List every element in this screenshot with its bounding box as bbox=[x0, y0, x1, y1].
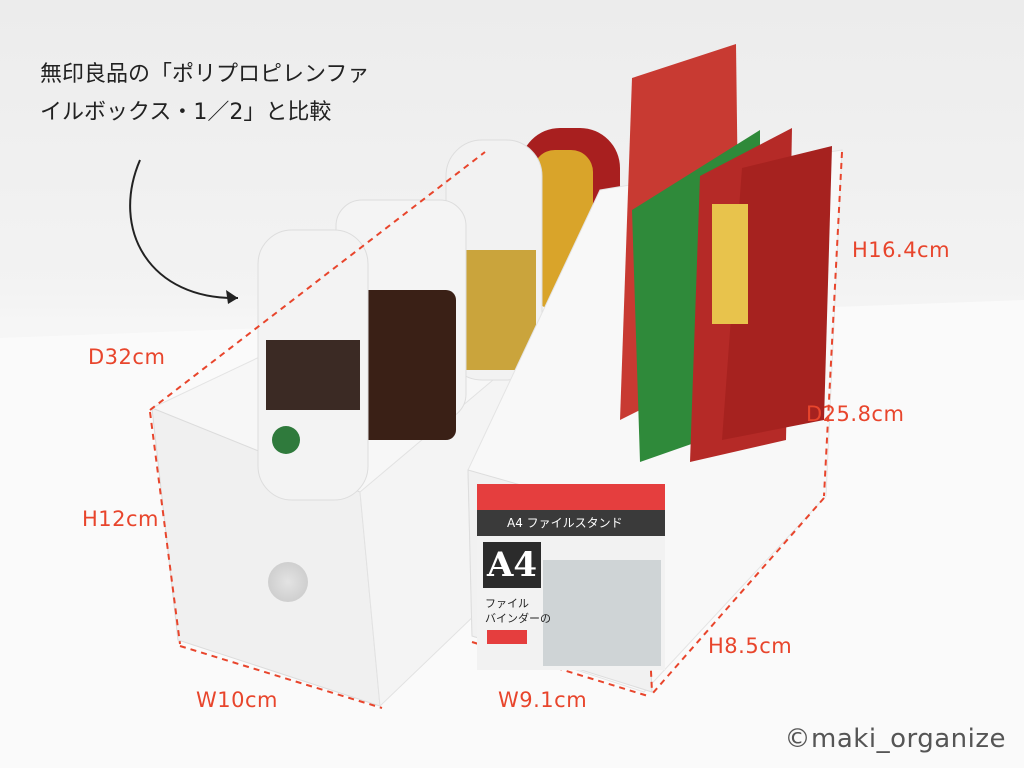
right-height-label: H16.4cm bbox=[852, 238, 951, 262]
label-title: A4 ファイルスタンド bbox=[477, 510, 665, 536]
bulldog-bottle-band bbox=[266, 340, 360, 410]
product-label: A4 ファイルスタンド A4 ファイル バインダーの bbox=[477, 484, 665, 670]
note-line-2: イルボックス・1／2」と比較 bbox=[40, 100, 332, 125]
right-depth-label: D25.8cm bbox=[806, 402, 905, 426]
label-copy: ファイル バインダーの bbox=[485, 596, 551, 626]
bulldog-logo bbox=[272, 426, 300, 454]
bottles-group bbox=[257, 128, 620, 501]
right-front-height-label: H8.5cm bbox=[708, 634, 793, 658]
dim-line-right-height bbox=[823, 151, 843, 497]
dim-line-left-width bbox=[179, 645, 383, 709]
finger-hole bbox=[268, 562, 308, 602]
right-width-label: W9.1cm bbox=[498, 688, 588, 712]
curry-boxes bbox=[620, 44, 832, 462]
dim-line-left-depth bbox=[149, 151, 486, 411]
label-copy-line2: バインダーの bbox=[485, 612, 551, 625]
sauce-bottle-body bbox=[350, 290, 456, 440]
label-body: A4 ファイル バインダーの bbox=[477, 536, 665, 670]
label-a4-badge: A4 bbox=[483, 542, 541, 588]
honey-bottle-body bbox=[458, 250, 536, 370]
left-height-label: H12cm bbox=[82, 507, 160, 531]
watermark: ©maki_organize bbox=[784, 724, 1006, 754]
pointer-arrow bbox=[129, 159, 239, 300]
pointer-arrowhead bbox=[226, 290, 238, 304]
label-red-tag bbox=[487, 630, 527, 644]
label-header-band bbox=[477, 484, 665, 510]
label-photo bbox=[543, 560, 661, 666]
note-line-1: 無印良品の「ポリプロピレンファ bbox=[40, 62, 370, 87]
curry-box-panel bbox=[712, 204, 748, 324]
comparison-note: 無印良品の「ポリプロピレンファ イルボックス・1／2」と比較 bbox=[40, 56, 369, 132]
dim-line-left-height bbox=[149, 411, 181, 645]
label-copy-line1: ファイル bbox=[485, 597, 529, 610]
left-depth-label: D32cm bbox=[88, 345, 166, 369]
left-width-label: W10cm bbox=[196, 688, 278, 712]
curry-box-3 bbox=[722, 146, 832, 440]
